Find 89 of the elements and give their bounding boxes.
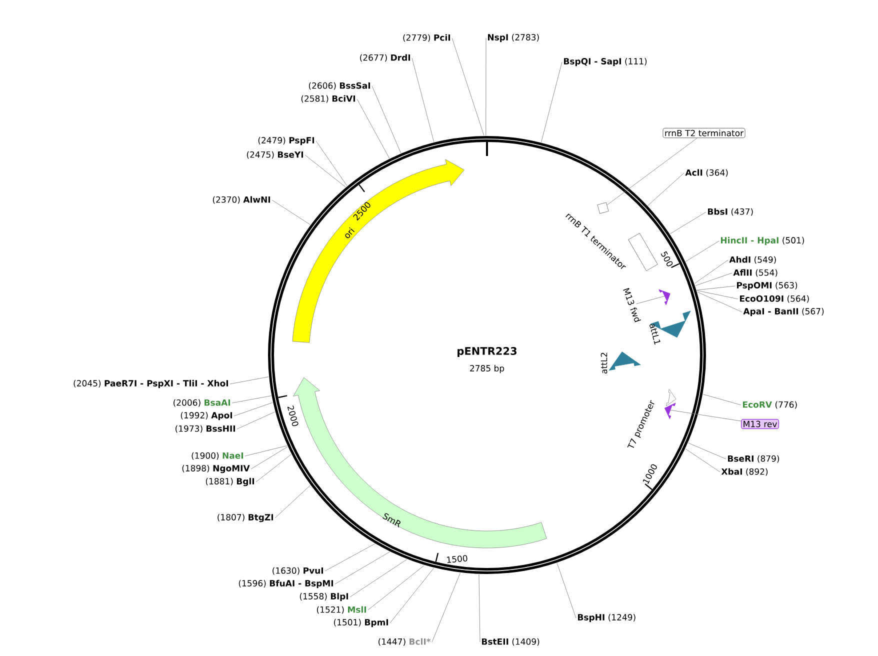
enzyme-label: BseRI (879) — [728, 455, 780, 463]
enzyme-label: (1630) PvuI — [272, 567, 324, 575]
leader-line — [541, 62, 562, 143]
primer-symbol — [666, 389, 676, 406]
enzyme-label: (2045) PaeR7I - PspXI - TliI - XhoI — [74, 380, 228, 388]
tick-label: 1000 — [642, 464, 657, 484]
enzyme-label: (2677) DrdI — [360, 54, 410, 62]
enzyme-label: AhdI (549) — [729, 256, 776, 264]
enzyme-label: (1501) BpmI — [334, 618, 388, 628]
leader-line — [432, 572, 460, 642]
leader-line — [232, 396, 272, 404]
enzyme-label: (1973) BssHII — [176, 425, 236, 433]
enzyme-label: (1900) NaeI — [192, 452, 244, 460]
leader-line — [256, 454, 292, 482]
center-label: 2785 bp — [470, 364, 504, 374]
enzyme-label: BbsI (437) — [708, 208, 753, 216]
terminator-box — [597, 202, 609, 214]
enzyme-label: (2479) PspFI — [258, 136, 314, 146]
enzyme-label: (2606) BssSaI — [308, 82, 370, 90]
enzyme-label: EcoO109I (564) — [740, 295, 809, 303]
enzyme-label: (2779) PciI — [403, 34, 450, 42]
leader-line — [272, 200, 311, 225]
leader-line — [695, 272, 732, 286]
enzyme-label: NspI (2783) — [488, 34, 539, 42]
leader-line — [316, 140, 348, 186]
enzyme-label: (1447) BclI* — [378, 638, 431, 646]
enzyme-label: (1992) ApoI — [180, 412, 232, 420]
leader-line — [670, 212, 706, 234]
leader-line — [368, 565, 425, 610]
tick-label: 500 — [660, 251, 673, 266]
leader-line — [274, 485, 311, 518]
enzyme-label: (2006) BsaAI — [174, 399, 230, 407]
leader-line — [648, 172, 684, 206]
leader-line — [334, 552, 390, 584]
primer-symbol — [658, 289, 670, 306]
leader-line — [688, 442, 726, 460]
enzyme-label: EcoRV (776) — [743, 401, 797, 409]
leader-line — [702, 394, 742, 406]
leader-line — [230, 376, 269, 384]
feature-tag: M13 rev — [741, 419, 780, 430]
feature-label: M13 fwd — [623, 288, 641, 322]
leader-line — [372, 86, 402, 154]
leader-line — [685, 448, 720, 472]
leader-line — [696, 286, 736, 290]
leader-line — [697, 292, 742, 312]
leader-line — [324, 544, 376, 572]
leader-line — [636, 296, 665, 304]
enzyme-label: AclI (364) — [685, 169, 728, 177]
enzyme-label: (1881) BglI — [206, 478, 254, 486]
feature-block — [608, 352, 641, 371]
enzyme-label: (1521) MslI — [316, 606, 366, 614]
leader-line — [694, 260, 728, 284]
enzyme-label: BspQI - SapI (111) — [564, 58, 647, 66]
leader-line — [304, 154, 346, 188]
enzyme-label: PspOMI (563) — [737, 282, 798, 290]
leader-line — [350, 559, 408, 598]
leader-line — [696, 290, 738, 300]
leader-line — [244, 445, 288, 456]
leader-line — [685, 240, 720, 262]
enzyme-label: ApaI - BanII (567) — [743, 308, 824, 316]
leader-line — [606, 138, 698, 206]
enzyme-label: (2581) BciVI — [301, 95, 356, 103]
leader-line — [412, 58, 434, 142]
enzyme-label: HincII - HpaI (501) — [721, 236, 804, 246]
enzyme-label: (1898) NgoMIV — [182, 464, 250, 474]
feature-label: attL1 — [650, 324, 660, 345]
enzyme-label: BstEII (1409) — [482, 638, 540, 646]
enzyme-label: (1558) BlpI — [300, 592, 348, 602]
leader-line — [670, 410, 742, 422]
enzyme-label: (2370) AlwNI — [212, 196, 270, 204]
leader-line — [234, 402, 273, 416]
enzyme-label: XbaI (892) — [721, 468, 768, 476]
enzyme-label: (2475) BseYI — [246, 151, 304, 159]
leader-line — [556, 562, 576, 618]
enzyme-label: AflII (554) — [733, 269, 778, 277]
leader-line — [250, 446, 288, 470]
leader-line — [452, 38, 484, 136]
leader-line — [390, 568, 434, 624]
enzyme-label: (1596) BfuAI - BspMI — [238, 580, 334, 588]
feature-tag: rrnB T2 terminator — [662, 128, 746, 138]
enzyme-label: BspHI (1249) — [578, 614, 636, 622]
enzyme-label: (1807) BtgZI — [218, 514, 274, 522]
primer-symbol — [664, 402, 676, 420]
leader-line — [356, 98, 390, 159]
feature-label: attL2 — [600, 352, 608, 374]
terminator-box — [628, 232, 658, 272]
leader-line — [478, 574, 480, 642]
leader-line — [236, 412, 276, 430]
plasmid-name: pENTR223 — [458, 347, 516, 357]
